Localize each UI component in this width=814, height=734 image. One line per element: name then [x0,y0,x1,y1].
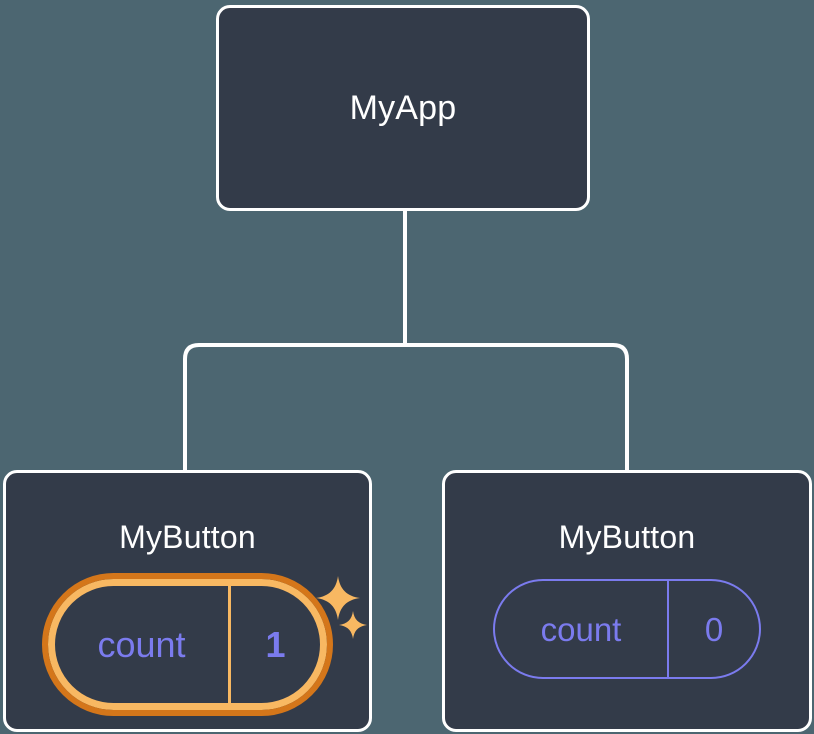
sparkle-icon [316,576,360,620]
state-pill-count[interactable]: count 0 [493,579,761,679]
state-pill-key: count [495,581,669,677]
state-pill-key: count [55,586,231,703]
sparkle-icon [339,611,367,639]
state-pill-value: 0 [704,610,724,648]
node-myapp[interactable]: MyApp [216,5,590,211]
state-pill-value: 1 [265,623,286,665]
connector-to-left-child [183,343,405,470]
connector-to-right-child [405,343,629,470]
state-pill-wrap-right: count 0 [493,579,761,679]
node-mybutton-right[interactable]: MyButton count 0 [442,470,812,732]
node-mybutton-right-label: MyButton [558,519,696,555]
node-myapp-label: MyApp [349,89,457,127]
node-mybutton-left[interactable]: MyButton count 1 [3,470,372,732]
state-pill-wrap-left: count 1 [42,573,367,716]
state-pill-count-updated[interactable]: count 1 [42,573,333,716]
node-mybutton-left-label: MyButton [119,519,256,555]
